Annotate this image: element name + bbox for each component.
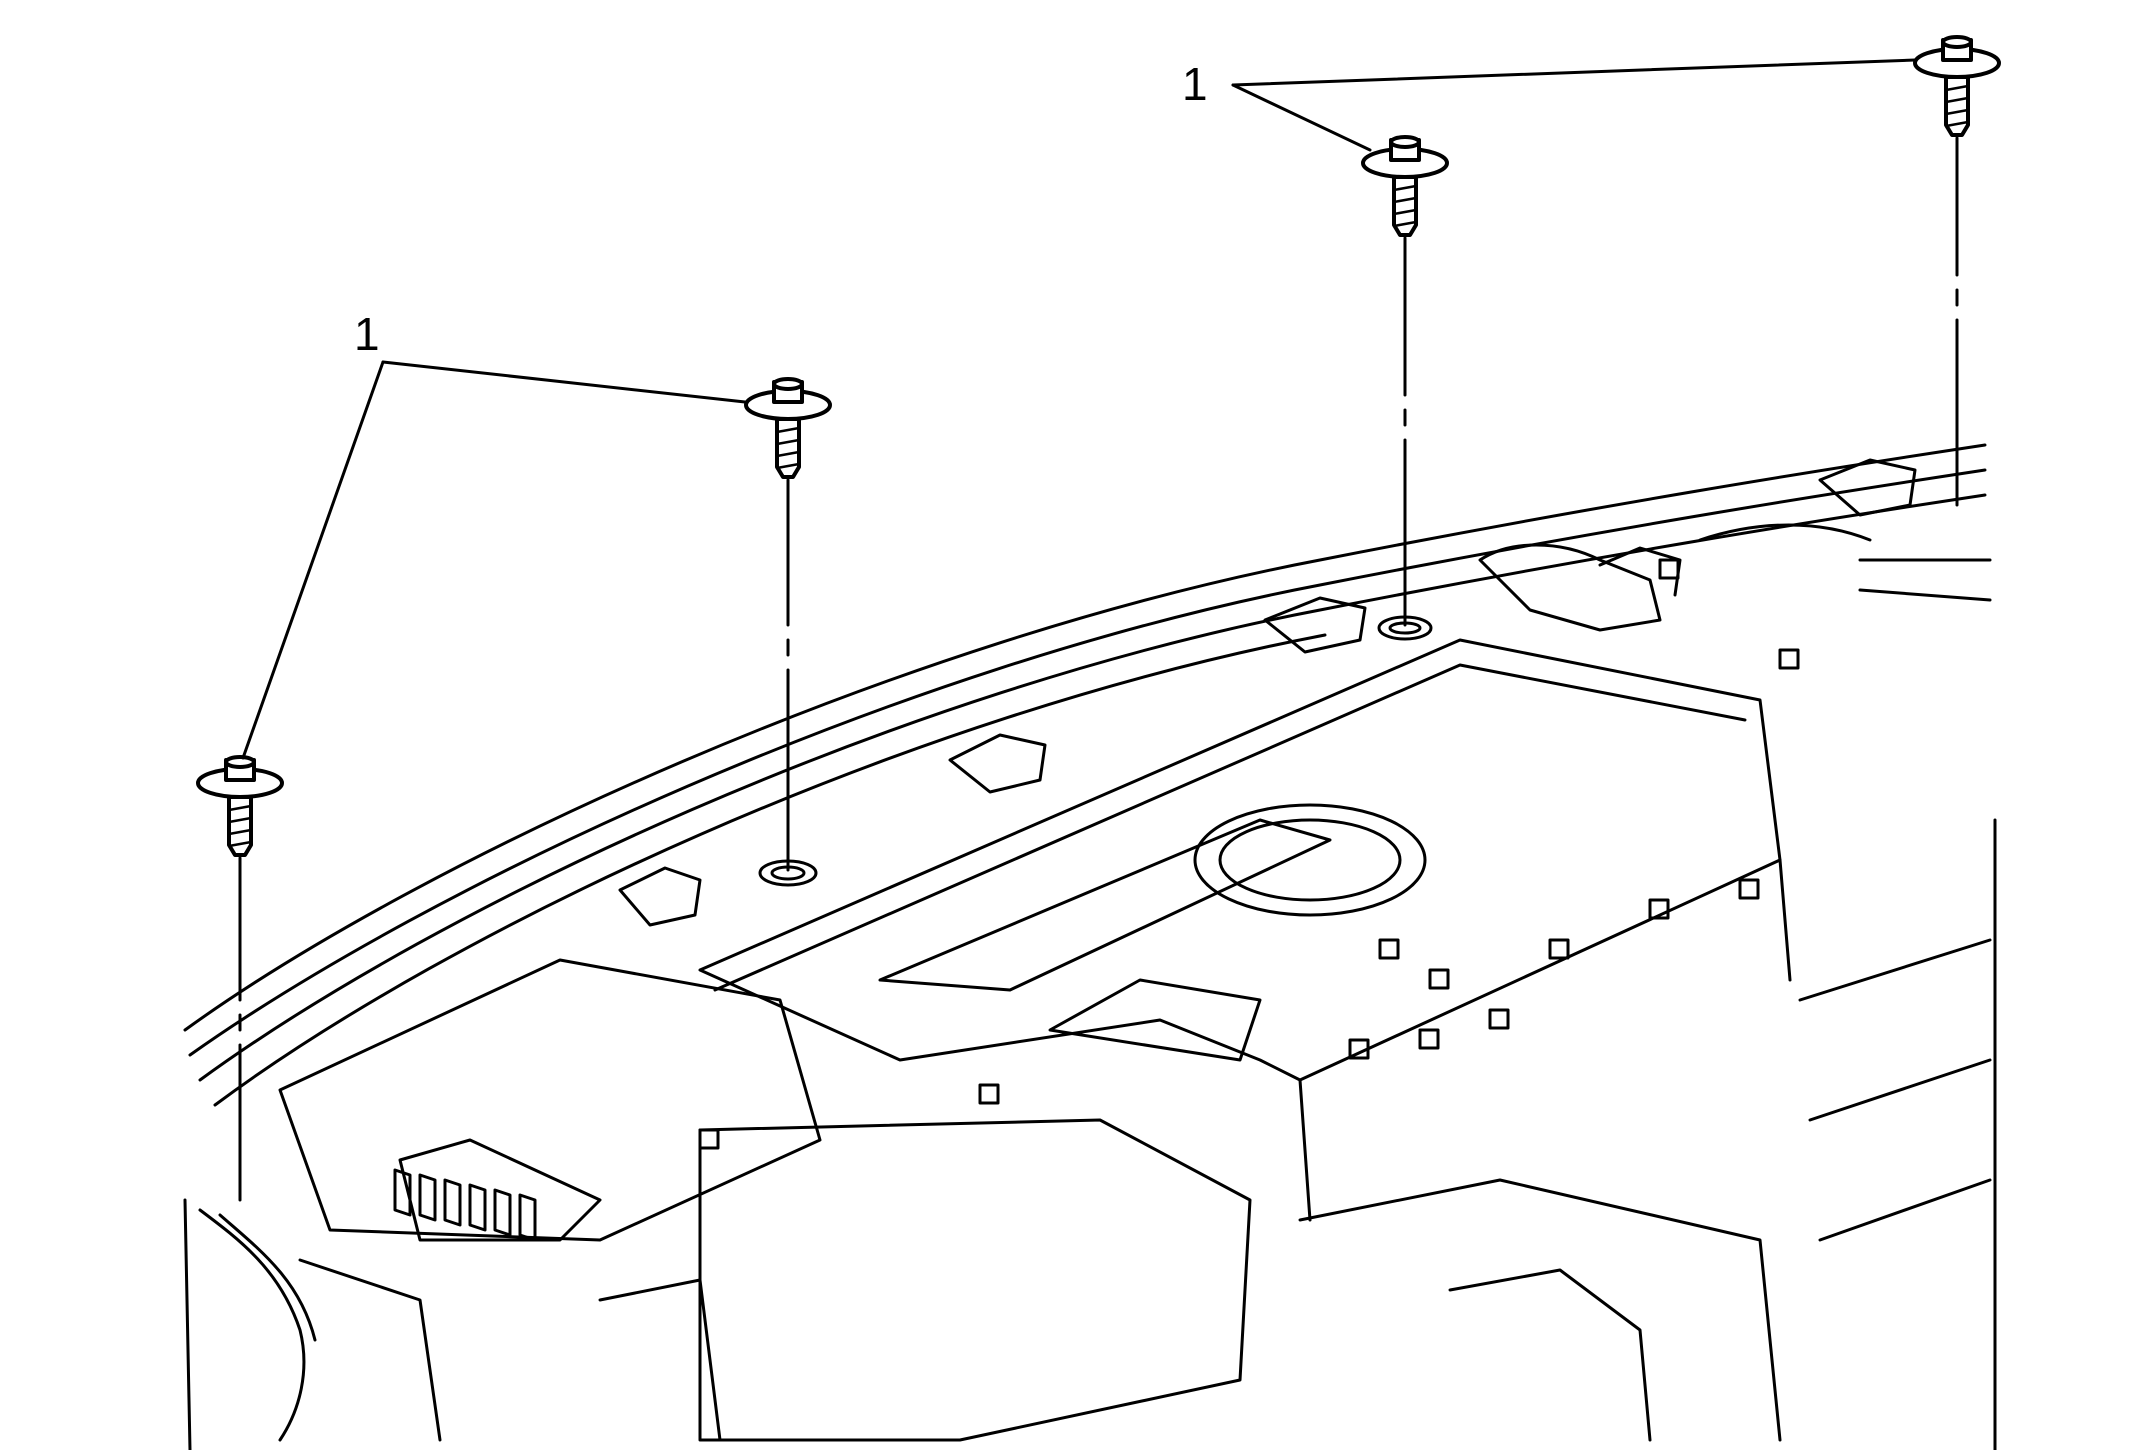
instrument-panel-carrier	[183, 443, 1997, 1450]
installation-center-lines	[238, 136, 1959, 1202]
bolt-1	[196, 755, 284, 857]
callout-leaders	[241, 58, 1917, 760]
bolt-3	[1361, 135, 1449, 237]
callout-label-left: 1	[354, 308, 380, 360]
bolt-2	[744, 377, 832, 479]
bolt-seats	[758, 615, 1433, 887]
callout-label-right: 1	[1182, 58, 1208, 110]
bolt-4	[1913, 35, 2001, 137]
